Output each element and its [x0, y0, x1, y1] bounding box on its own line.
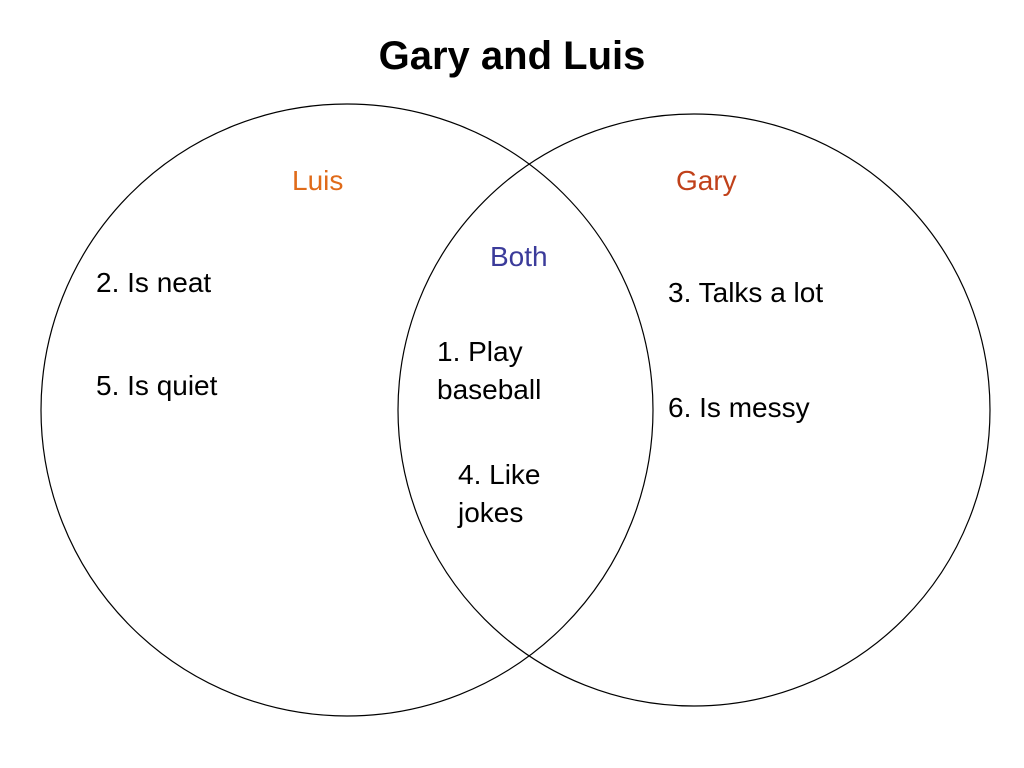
- gary-item: 6. Is messy: [668, 392, 810, 423]
- page-title: Gary and Luis: [378, 34, 646, 78]
- luis-item: 5. Is quiet: [96, 370, 218, 401]
- gary-label: Gary: [676, 165, 737, 196]
- both-label: Both: [490, 241, 548, 272]
- luis-label: Luis: [292, 165, 344, 196]
- gary-circle: [397, 113, 991, 707]
- gary-item: 3. Talks a lot: [668, 277, 824, 308]
- both-item: 1. Play baseball: [437, 336, 542, 405]
- luis-circle: [40, 103, 654, 717]
- luis-item: 2. Is neat: [96, 267, 212, 298]
- both-item: 4. Like jokes: [458, 459, 541, 528]
